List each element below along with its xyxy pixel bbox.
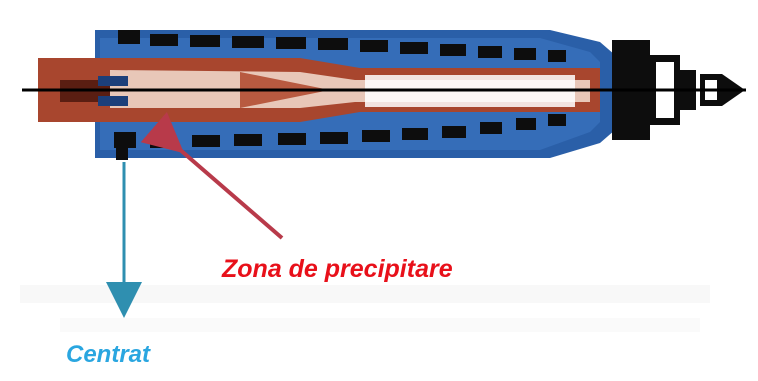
scroll-flights-top [118,30,566,62]
centrate-label: Centrat [66,341,151,368]
outlet-port [116,146,128,160]
background-haze [20,285,710,332]
precipitation-zone-arrow [140,111,284,240]
precipitation-zone-label: Zona de precipitare [222,255,453,283]
